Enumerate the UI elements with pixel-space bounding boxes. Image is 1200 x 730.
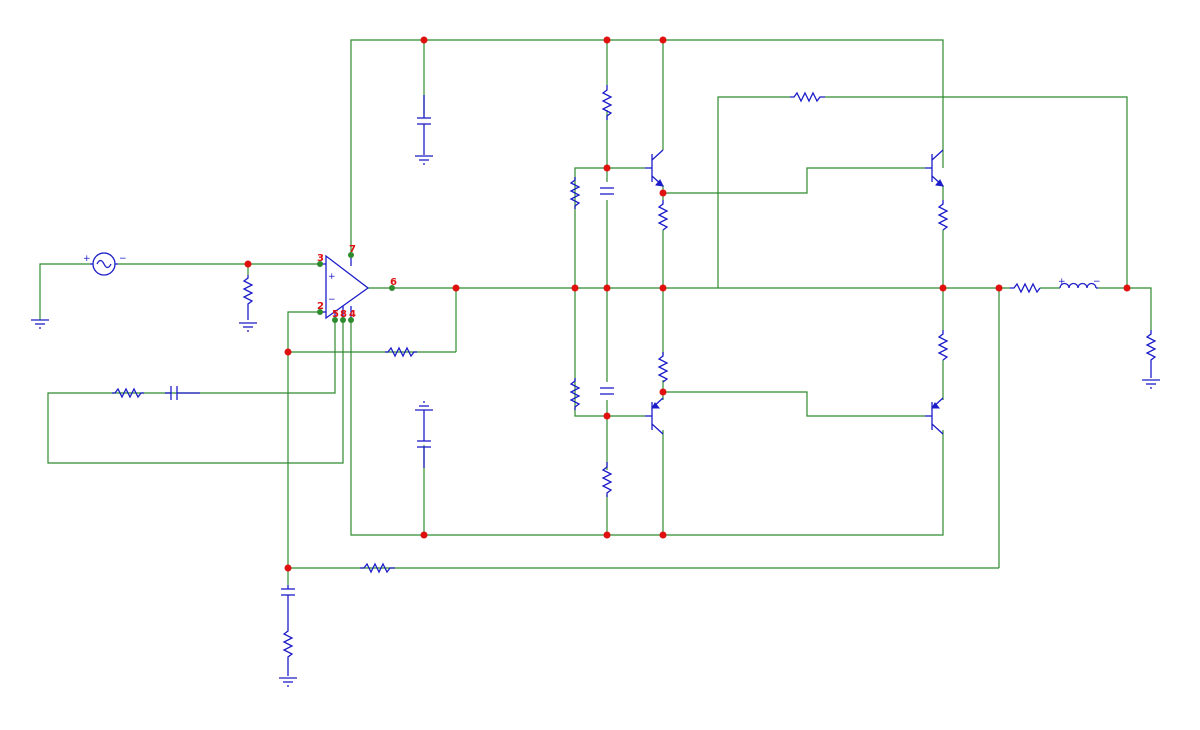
bias-capacitor-lower [598, 382, 616, 400]
junction-dot [603, 284, 611, 292]
output-transistor-pnp [925, 397, 944, 435]
pin-label-noninv: 3 [317, 253, 324, 264]
junction-dot [603, 412, 611, 420]
supply-capacitor-bottom [417, 410, 431, 468]
pin-label-vplus: 7 [349, 244, 356, 255]
ground-icon [415, 155, 433, 165]
bias-resistor-lower [569, 378, 581, 410]
top-rail-wire [350, 39, 944, 255]
pin-dot [317, 261, 323, 267]
feedback-capacitor [281, 585, 295, 627]
junction-dot [603, 531, 611, 539]
driver-transistor-pnp [645, 397, 664, 435]
load-wire [1098, 287, 1152, 330]
global-feedback-resistor [360, 562, 395, 574]
bias-top-wire [574, 167, 645, 288]
junction-dot [939, 284, 947, 292]
pin-dot [389, 285, 395, 291]
comp-resistor [112, 387, 144, 399]
input-resistor [242, 275, 254, 320]
ac-source: + − [83, 252, 127, 276]
junction-dot [1123, 284, 1131, 292]
opamp-pins: 3 2 7 6 5 8 4 [317, 244, 397, 323]
bias-capacitor-upper [598, 182, 616, 200]
zobel-wire [717, 96, 790, 288]
pin-label-out: 6 [390, 277, 397, 288]
comp-capacitor [165, 386, 200, 400]
junction-dot [284, 564, 292, 572]
opamp-minus-sign: − [328, 295, 336, 305]
junction-dot [420, 36, 428, 44]
driver-emitter-resistor-upper [657, 200, 669, 231]
junction-dot [659, 284, 667, 292]
q3-base-wire [663, 167, 925, 194]
top-rail-resistor [601, 85, 613, 120]
junction-dot [452, 284, 460, 292]
components: + − + − [31, 85, 1160, 687]
pin-dot [340, 317, 346, 323]
pin-label-a: 5 [332, 309, 339, 320]
inductor-plus-label: + [1058, 277, 1066, 287]
ground-icon [31, 319, 49, 329]
junction-dot [659, 388, 667, 396]
ground-icon [1142, 379, 1160, 389]
bottom-rail-wire [350, 320, 944, 536]
bias-bottom-wire [574, 288, 645, 417]
source-ground-wire [39, 263, 90, 320]
pin-label-vminus: 4 [349, 309, 356, 320]
pin-dot [317, 309, 323, 315]
output-emitter-resistor-lower [937, 330, 949, 361]
inductor-minus-label: − [1093, 277, 1101, 287]
driver-transistor-npn [645, 149, 664, 187]
driver-emitter-resistor-lower [657, 352, 669, 383]
output-inductor: + − [1058, 277, 1101, 289]
opamp-plus-sign: + [328, 272, 336, 282]
bias-resistor-upper [569, 177, 581, 209]
junction-dot [603, 164, 611, 172]
source-plus-label: + [83, 254, 91, 264]
junction-dot [603, 36, 611, 44]
ground-icon [239, 322, 257, 332]
load-resistor [1145, 330, 1157, 378]
supply-capacitor-top [417, 95, 431, 155]
ground-icon [279, 677, 297, 687]
junction-dot [659, 36, 667, 44]
comp-rc-wire [47, 320, 344, 464]
junction-dot [284, 348, 292, 356]
inverting-input-wire [287, 311, 320, 568]
junction-dot [244, 260, 252, 268]
local-feedback-resistor [385, 346, 417, 358]
ground-icon [415, 401, 433, 411]
wires [39, 39, 1152, 585]
output-series-resistor [1010, 282, 1041, 294]
junctions [244, 36, 1131, 572]
output-transistor-npn [925, 149, 944, 187]
junction-dot [571, 284, 579, 292]
pin-label-inv: 2 [317, 301, 324, 312]
bottom-rail-resistor [601, 462, 613, 497]
pin-label-b: 8 [340, 309, 347, 320]
pin-dot [348, 252, 354, 258]
zobel-return-wire [825, 96, 1128, 288]
source-minus-label: − [119, 254, 127, 264]
pin-dot [332, 317, 338, 323]
pin-dot [348, 317, 354, 323]
feedback-shunt-resistor [282, 627, 294, 676]
junction-dot [995, 284, 1003, 292]
q4-base-wire [663, 391, 925, 417]
junction-dot [420, 531, 428, 539]
junction-dot [659, 531, 667, 539]
output-emitter-resistor-upper [937, 200, 949, 231]
junction-dot [659, 189, 667, 197]
zobel-resistor [790, 91, 825, 103]
